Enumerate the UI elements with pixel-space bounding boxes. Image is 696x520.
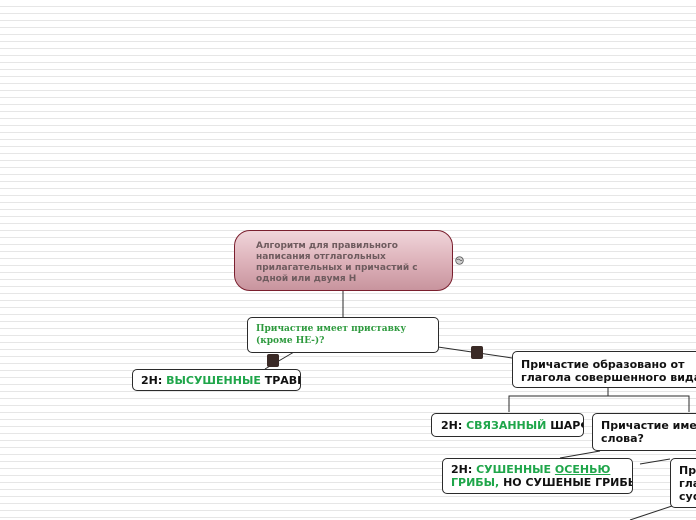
- question-prefix[interactable]: Причастие имеет приставку (кроме НЕ-)?: [247, 317, 439, 353]
- question-perfective[interactable]: Причастие образовано от глагола совершен…: [512, 351, 696, 388]
- link-q4-child: [629, 505, 673, 520]
- collapse-toggle-q1-right[interactable]: [471, 346, 483, 359]
- answer-vysushennye[interactable]: 2Н: ВЫСУШЕННЫЕ ТРАВЫ: [132, 369, 301, 391]
- link-q3-q4: [639, 458, 671, 465]
- question-suffix[interactable]: При гла суф: [670, 458, 696, 508]
- question-dependent-words[interactable]: Причастие имеет слова?: [592, 413, 696, 451]
- root-topic[interactable]: Алгоритм для правильного написания отгла…: [234, 230, 453, 291]
- link-q3-a3: [559, 450, 601, 459]
- globe-icon[interactable]: [455, 256, 464, 265]
- answer-sushennye[interactable]: 2Н: СУШЕННЫЕ ОСЕНЬЮ ГРИБЫ, НО СУШЕНЫЕ ГР…: [442, 458, 633, 494]
- answer-svyazannyi[interactable]: 2Н: СВЯЗАННЫЙ ШАРФ: [431, 413, 584, 437]
- collapse-toggle-q1-left[interactable]: [267, 354, 279, 367]
- root-topic-text: Алгоритм для правильного написания отгла…: [256, 241, 418, 284]
- link-q2-children: [508, 395, 690, 412]
